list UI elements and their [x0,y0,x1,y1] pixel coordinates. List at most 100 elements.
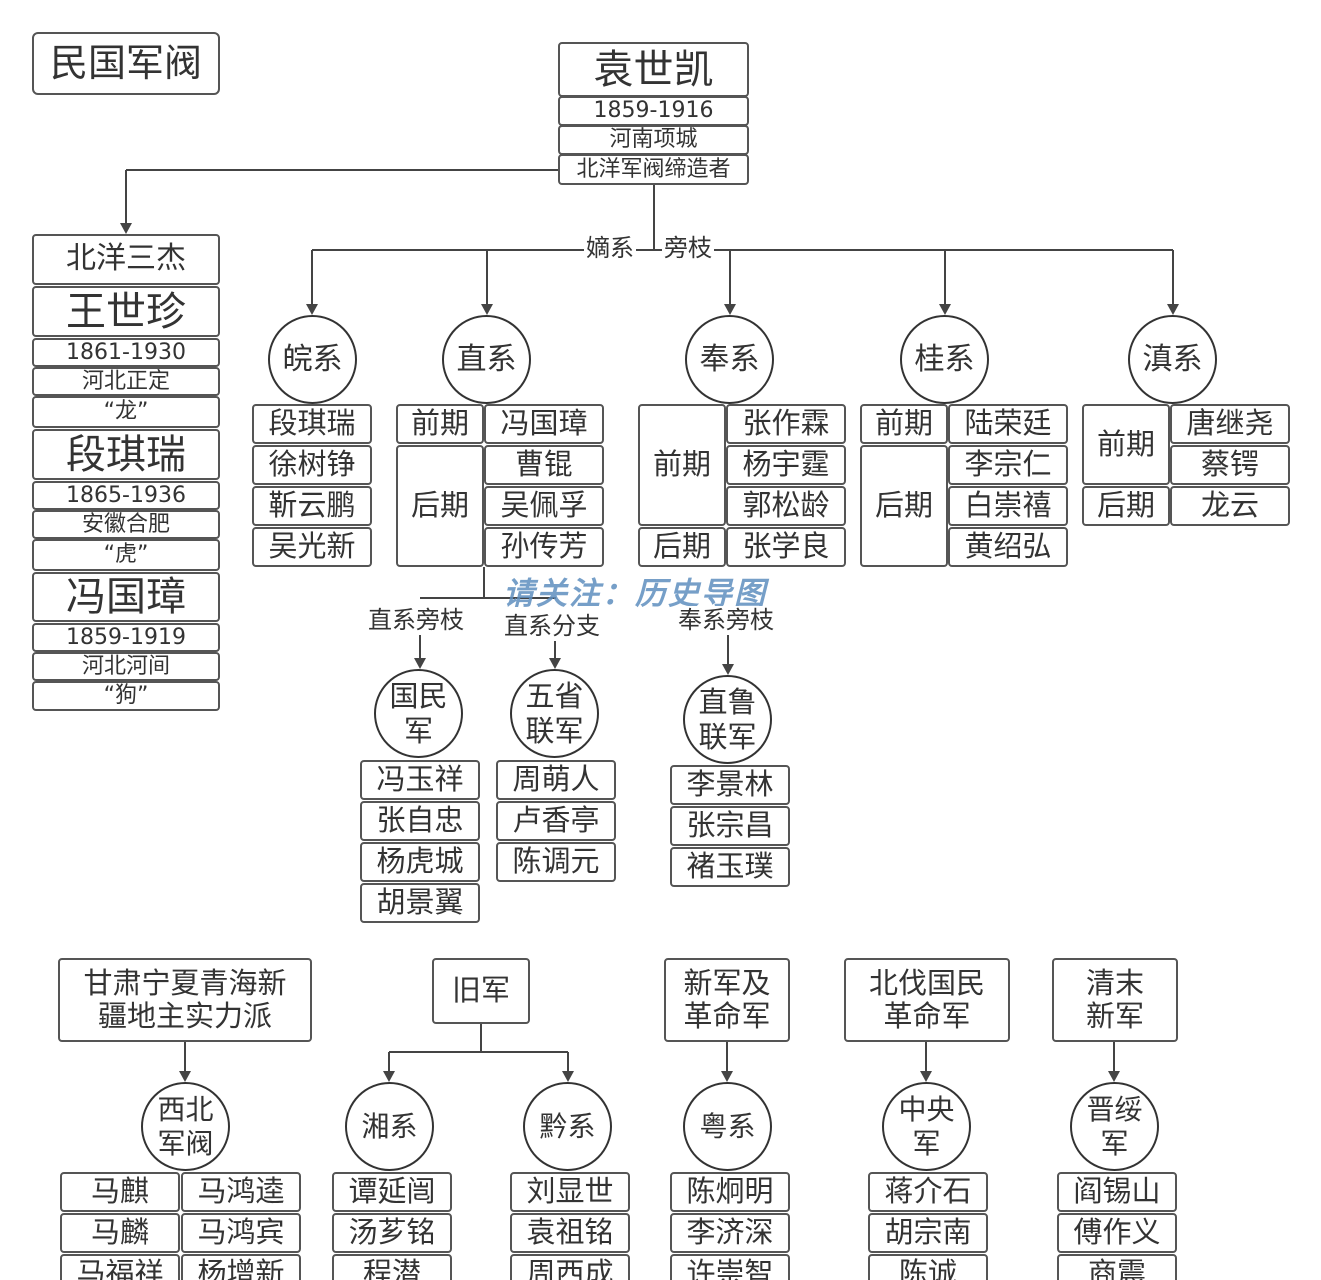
header-qing-new: 清末新军 [1052,958,1178,1042]
period-early: 前期 [396,404,484,444]
header-northwest: 甘肃宁夏青海新疆地主实力派 [58,958,312,1042]
member-years: 1861-1930 [32,338,220,367]
member-box: 许崇智 [670,1254,790,1280]
member-box: 陈诚 [868,1254,988,1280]
group-northwest: 西北军阀 [141,1082,230,1171]
arrow-head [722,664,734,675]
member-box: 曹锟 [484,445,604,485]
member-box: 袁祖铭 [510,1213,630,1253]
header-northern: 北伐国民革命军 [844,958,1010,1042]
member-box: 刘显世 [510,1172,630,1212]
member-box: 杨宇霆 [726,445,846,485]
member-box: 陈炯明 [670,1172,790,1212]
member-box: 黄绍弘 [948,527,1068,567]
member-box: 李济深 [670,1213,790,1253]
period-late: 后期 [396,445,484,567]
period-late: 后期 [1082,486,1170,526]
member-box: 卢香亭 [496,801,616,841]
faction-zhi: 直系 [442,315,531,404]
member-box: 谭延闿 [332,1172,452,1212]
member-box: 白崇禧 [948,486,1068,526]
member-origin: 河北正定 [32,367,220,396]
arrow-head [414,658,426,669]
member-years: 1865-1936 [32,481,220,510]
arrow-head [306,304,318,315]
member-name: 王世珍 [32,286,220,337]
member-box: 商震 [1057,1254,1177,1280]
root-origin: 河南项城 [558,125,749,155]
member-origin: 安徽合肥 [32,510,220,539]
faction-feng: 奉系 [685,315,774,404]
arrow-head [724,304,736,315]
subbranch-wusheng: 五省联军 [510,669,599,758]
member-box: 蔡锷 [1170,445,1290,485]
header-old-army: 旧军 [432,958,530,1024]
period-late: 后期 [860,445,948,567]
group-qian: 黔系 [523,1082,612,1171]
member-box: 张作霖 [726,404,846,444]
member-box: 马麒 [60,1172,180,1212]
member-box: 杨虎城 [360,842,480,882]
period-late: 后期 [638,527,726,567]
member-box: 李景林 [670,765,790,805]
member-box: 冯国璋 [484,404,604,444]
member-box: 孙传芳 [484,527,604,567]
subbranch-guominjun: 国民军 [374,669,463,758]
root-desc: 北洋军阀缔造者 [558,154,749,185]
member-box: 张宗昌 [670,806,790,846]
member-box: 程潜 [332,1254,452,1280]
faction-wan: 皖系 [268,315,357,404]
group-yue: 粤系 [683,1082,772,1171]
member-box: 唐继尧 [1170,404,1290,444]
member-origin: 河北河间 [32,652,220,681]
member-box: 杨增新 [181,1254,301,1280]
period-early: 前期 [638,404,726,526]
page-title: 民国军阀 [32,32,220,95]
member-box: 张学良 [726,527,846,567]
arrow-head [481,304,493,315]
member-box: 周西成 [510,1254,630,1280]
member-box: 汤芗铭 [332,1213,452,1253]
beiyang-three-title: 北洋三杰 [32,234,220,285]
member-nickname: “龙” [32,396,220,428]
arrow-head [179,1071,191,1082]
period-early: 前期 [1082,404,1170,485]
header-new-army: 新军及革命军 [664,958,790,1042]
member-box: 周萌人 [496,760,616,800]
label-zhi-side: 直系旁枝 [366,606,466,635]
label-zhi-sub: 直系分支 [502,612,602,641]
label-side-line: 旁枝 [662,234,714,263]
arrow-head [562,1071,574,1082]
arrow-head [549,658,561,669]
label-main-line: 嫡系 [584,234,636,263]
period-early: 前期 [860,404,948,444]
member-box: 段琪瑞 [252,404,372,444]
member-box: 胡景翼 [360,883,480,923]
member-nickname: “狗” [32,681,220,711]
member-name: 冯国璋 [32,572,220,622]
member-nickname: “虎” [32,539,220,571]
member-box: 龙云 [1170,486,1290,526]
arrow-head [1108,1071,1120,1082]
root-name: 袁世凯 [558,42,749,97]
group-central: 中央军 [882,1082,971,1171]
member-box: 胡宗南 [868,1213,988,1253]
member-box: 靳云鹏 [252,486,372,526]
faction-dian: 滇系 [1128,315,1217,404]
member-box: 蒋介石 [868,1172,988,1212]
member-box: 傅作义 [1057,1213,1177,1253]
member-box: 马福祥 [60,1254,180,1280]
member-years: 1859-1919 [32,623,220,652]
member-box: 阎锡山 [1057,1172,1177,1212]
member-box: 褚玉璞 [670,847,790,887]
arrow-head [383,1071,395,1082]
member-box: 马鸿逵 [181,1172,301,1212]
arrow-head [920,1071,932,1082]
member-box: 张自忠 [360,801,480,841]
member-box: 马麟 [60,1213,180,1253]
arrow-head [939,304,951,315]
root-years: 1859-1916 [558,96,749,126]
member-name: 段琪瑞 [32,429,220,480]
